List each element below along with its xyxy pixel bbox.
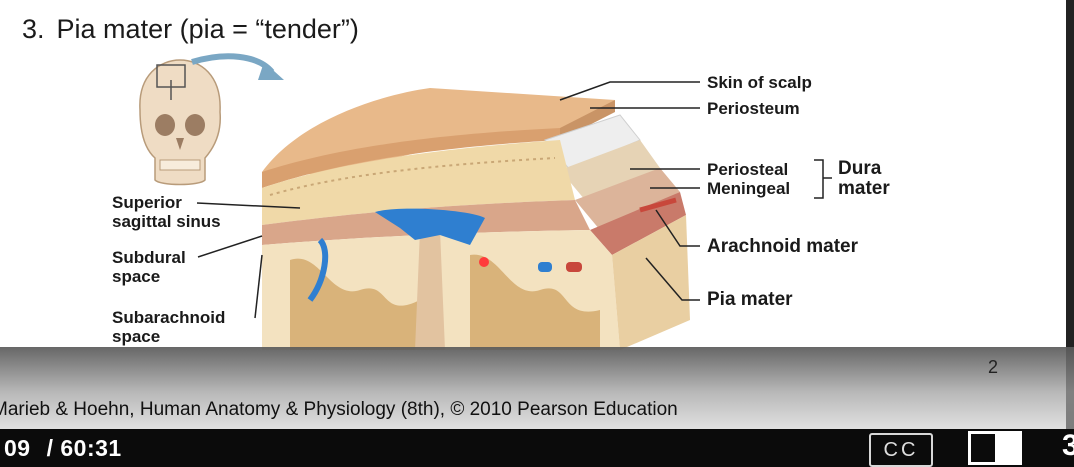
label-subdural: Subdural [112,248,186,267]
current-time: 09 [4,435,31,461]
label-periosteum: Periosteum [707,99,800,118]
slide-heading: 3. Pia mater (pia = “tender”) [22,14,359,45]
caption-gradient [0,347,1074,429]
label-subdural-space: space [112,267,161,286]
label-meningeal: Meningeal [707,179,791,198]
theater-mode-button[interactable] [968,431,1022,465]
label-subarachnoid: Subarachnoid [112,308,226,327]
theater-mode-icon [995,434,1019,462]
label-skin-of-scalp: Skin of scalp [707,73,812,92]
label-pia-mater: Pia mater [707,289,793,310]
label-dura: Dura [838,158,882,179]
label-mater: mater [838,178,890,199]
label-subarachnoid-space: space [112,327,161,346]
video-player-overlay: 2 Marieb & Hoehn, Human Anatomy & Physio… [0,347,1074,467]
playback-speed-indicator[interactable]: 3 [1062,429,1074,462]
player-control-bar: 09 / 60:31 CC 3 [0,429,1074,467]
meninges-block [262,88,690,350]
skull-inset [139,59,221,186]
playback-time: 09 / 60:31 [4,435,122,462]
slide-heading-number: 3. [22,14,45,44]
label-superior: Superior [112,193,182,212]
slide-credit: Marieb & Hoehn, Human Anatomy & Physiolo… [0,399,678,420]
slide-heading-title: Pia mater (pia = “tender”) [56,14,359,44]
label-arachnoid-mater: Arachnoid mater [707,236,858,257]
closed-captions-button[interactable]: CC [869,433,933,467]
leader-lines [196,81,832,319]
label-sagittal-sinus: sagittal sinus [112,212,221,231]
slide-edge [1066,0,1074,467]
duration: / 60:31 [46,435,122,461]
label-periosteal: Periosteal [707,160,789,179]
slide-page-number: 2 [988,357,999,377]
